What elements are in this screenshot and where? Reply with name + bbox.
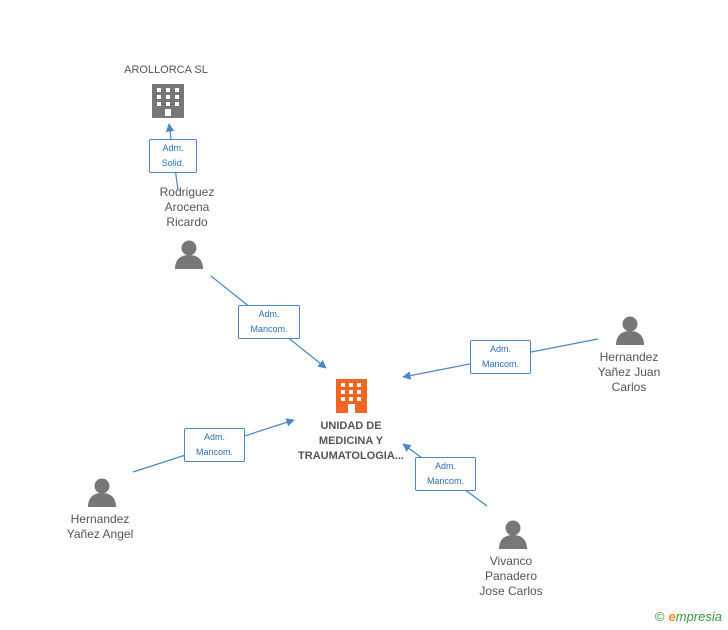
person-icon[interactable] [88, 478, 116, 508]
company-name-line: TRAUMATOLOGIA... [298, 450, 404, 462]
person-label-hernandez-juan[interactable]: Hernandez Yañez Juan Carlos [579, 350, 679, 395]
person-icon[interactable] [616, 316, 644, 346]
company-name-line: UNIDAD DE [320, 420, 382, 432]
person-label-rodriguez[interactable]: Rodriguez Arocena Ricardo [137, 185, 237, 230]
person-name-line: Ricardo [166, 215, 208, 229]
copyright-icon: © [654, 609, 665, 624]
company-name-line: MEDICINA Y [318, 435, 384, 447]
relation-label[interactable]: Adm. Mancom. [415, 457, 476, 491]
company-label-center[interactable]: UNIDAD DE MEDICINA Y TRAUMATOLOGIA... [281, 419, 421, 464]
brand-first-letter: e [668, 609, 676, 624]
building-icon[interactable] [152, 84, 184, 118]
relation-line: Mancom. [426, 476, 464, 486]
relation-line: Mancom. [481, 359, 519, 369]
person-name-line: Yañez Juan [597, 365, 661, 379]
person-name-line: Arocena [164, 200, 210, 214]
relation-line: Adm. [203, 432, 225, 442]
person-label-vivanco[interactable]: Vivanco Panadero Jose Carlos [461, 554, 561, 599]
person-name-line: Hernandez [70, 512, 130, 526]
person-name-line: Carlos [611, 380, 647, 394]
brand-logo: ©empresia [655, 609, 722, 624]
relation-line: Adm. [489, 344, 511, 354]
brand-rest: mpresia [675, 609, 722, 624]
relation-line: Adm. [162, 143, 184, 153]
person-name-line: Vivanco [489, 554, 533, 568]
person-name-line: Panadero [484, 569, 538, 583]
person-name-line: Hernandez [599, 350, 659, 364]
person-name-line: Jose Carlos [479, 584, 543, 598]
relation-label[interactable]: Adm. Mancom. [184, 428, 245, 462]
relation-line: Mancom. [195, 447, 233, 457]
relation-label[interactable]: Adm. Mancom. [238, 305, 300, 339]
person-name-line: Yañez Angel [66, 527, 134, 541]
relation-line: Solid. [161, 158, 185, 168]
relation-line: Adm. [434, 461, 456, 471]
company-label[interactable]: AROLLORCA SL [124, 64, 208, 76]
person-label-hernandez-angel[interactable]: Hernandez Yañez Angel [50, 512, 150, 542]
building-icon[interactable] [336, 379, 367, 413]
relation-line: Adm. [258, 309, 280, 319]
person-icon[interactable] [499, 520, 527, 550]
relation-label[interactable]: Adm. Solid. [149, 139, 197, 173]
person-name-line: Rodriguez [159, 185, 215, 199]
relation-line: Mancom. [250, 324, 288, 334]
person-icon[interactable] [175, 240, 203, 270]
relation-label[interactable]: Adm. Mancom. [470, 340, 531, 374]
